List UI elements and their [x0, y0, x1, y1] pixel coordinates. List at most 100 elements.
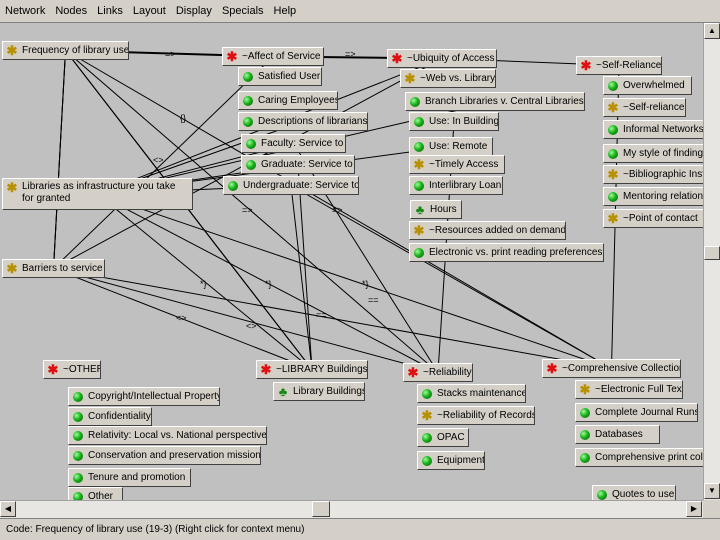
green-dot-icon	[71, 471, 85, 485]
node-opac[interactable]: OPAC	[417, 428, 469, 447]
scroll-up-button[interactable]: ▲	[704, 23, 720, 39]
node-stacks[interactable]: Stacks maintenance	[417, 384, 526, 403]
node-selfrel2[interactable]: ✱~Self-reliance	[603, 98, 686, 117]
menu-specials[interactable]: Specials	[221, 5, 264, 17]
node-label: OPAC	[437, 432, 465, 443]
node-poc[interactable]: ✱~Point of contact	[603, 209, 703, 228]
tree-icon: ♣	[278, 383, 288, 399]
node-elecprint[interactable]: Electronic vs. print reading preferences	[409, 243, 604, 262]
node-caring[interactable]: Caring Employees	[238, 91, 338, 110]
node-confid[interactable]: Confidentiality	[68, 407, 152, 426]
edge-infra-reliability[interactable]	[97, 193, 439, 373]
node-ubiquity[interactable]: ✱~Ubiquity of Access	[387, 49, 497, 68]
vertical-scroll-thumb[interactable]	[704, 246, 720, 260]
node-conserv[interactable]: Conservation and preservation mission	[68, 446, 261, 465]
vertical-scrollbar[interactable]: ▲ ▼	[703, 23, 720, 500]
green-dot-icon	[578, 428, 592, 442]
node-mentoring[interactable]: Mentoring relations	[603, 187, 703, 206]
menu-help[interactable]: Help	[273, 5, 297, 17]
node-label: Barriers to service	[22, 263, 103, 274]
node-databases[interactable]: Databases	[575, 425, 660, 444]
network-canvas[interactable]: ✱Frequency of library use ✱~Affect of Ser…	[0, 23, 703, 500]
node-reliability[interactable]: ✱~Reliability	[403, 363, 473, 382]
node-cpc[interactable]: Comprehensive print colle	[575, 448, 703, 467]
edge-infra-libbuild[interactable]	[97, 193, 313, 371]
node-libbuild[interactable]: ✱ ~LIBRARY Buildings	[256, 360, 368, 379]
node-branch[interactable]: Branch Libraries v. Central Libraries	[405, 92, 585, 111]
node-equipment[interactable]: Equipment	[417, 451, 485, 470]
node-label: ~Electronic Full Text	[595, 384, 683, 395]
node-label: ~Reliability	[423, 367, 472, 378]
menu-display[interactable]: Display	[175, 5, 212, 17]
edge-label: =>	[165, 49, 176, 59]
scroll-down-button[interactable]: ▼	[704, 483, 720, 499]
horizontal-scrollbar[interactable]: ◀ ▶	[0, 500, 703, 518]
edge-barriers-comp[interactable]	[53, 268, 613, 372]
node-label: Informal Networks	[623, 124, 703, 135]
node-other[interactable]: ✱~OTHER	[43, 360, 101, 379]
node-overwhelmed[interactable]: Overwhelmed	[603, 76, 692, 95]
node-remote[interactable]: Use: Remote	[409, 137, 493, 156]
node-resources[interactable]: ✱~Resources added on demand	[409, 221, 566, 240]
node-libbuild2[interactable]: ♣Library Buildings	[273, 382, 365, 401]
node-faculty[interactable]: Faculty: Service to	[241, 134, 346, 153]
node-affect[interactable]: ✱~Affect of Service	[222, 47, 324, 66]
node-satisfied[interactable]: Satisfied User	[238, 67, 322, 86]
green-dot-icon	[606, 190, 620, 204]
menu-network[interactable]: Network	[5, 5, 46, 17]
node-undergrad[interactable]: Undergraduate: Service to	[223, 176, 359, 195]
edge-affect-barriers[interactable]	[52, 56, 274, 270]
edge-label: *}	[265, 279, 272, 289]
node-mystyle[interactable]: My style of finding	[603, 144, 703, 163]
node-efull[interactable]: ✱~Electronic Full Text	[575, 380, 683, 399]
node-descr[interactable]: Descriptions of librarians	[238, 112, 368, 131]
menu-layout[interactable]: Layout	[132, 5, 166, 17]
node-timely[interactable]: ✱~Timely Access	[409, 155, 505, 174]
red-star-icon: ✱	[260, 361, 272, 377]
node-copyright[interactable]: Copyright/Intellectual Property	[68, 387, 220, 406]
scroll-left-button[interactable]: ◀	[0, 501, 16, 517]
menu-nodes[interactable]: Nodes	[55, 5, 88, 17]
horizontal-scroll-thumb[interactable]	[312, 501, 330, 517]
node-web[interactable]: ✱~Web vs. Library	[400, 69, 496, 88]
node-label: Copyright/Intellectual Property	[88, 391, 220, 402]
node-selfrel[interactable]: ✱~Self-Reliance	[576, 56, 662, 75]
node-label: Other	[88, 491, 114, 500]
node-ill[interactable]: Interlibrary Loan	[409, 176, 503, 195]
node-relativity[interactable]: Relativity: Local vs. National perspecti…	[68, 426, 267, 445]
green-dot-icon	[71, 490, 85, 500]
red-star-icon: ✱	[47, 361, 59, 377]
node-infra[interactable]: ✱Libraries as infrastructure you take fo…	[2, 178, 193, 210]
edge-libbuild-undergrad[interactable]	[287, 184, 313, 370]
node-comp[interactable]: ✱~Comprehensive Collections	[542, 359, 681, 378]
node-cjr[interactable]: Complete Journal Runs	[575, 403, 698, 422]
edge-graduate-libbuild[interactable]	[297, 164, 316, 371]
edge-reliability-freq[interactable]	[64, 49, 439, 373]
edge-barriers-freq[interactable]	[53, 49, 70, 269]
edge-barriers-reliability[interactable]	[53, 268, 439, 375]
scroll-right-button[interactable]: ▶	[686, 501, 702, 517]
green-dot-icon	[606, 79, 620, 93]
green-dot-icon	[420, 431, 434, 445]
node-quotes[interactable]: Quotes to use	[592, 485, 676, 500]
node-otherleaf[interactable]: Other	[68, 487, 123, 500]
node-barriers[interactable]: ✱Barriers to service	[2, 259, 105, 278]
node-label: ~LIBRARY Buildings	[276, 364, 368, 375]
node-freq[interactable]: ✱Frequency of library use	[2, 41, 129, 60]
node-label: ~Comprehensive Collections	[562, 363, 681, 374]
node-hours[interactable]: ♣Hours	[410, 200, 462, 219]
edge-barriers-libbuild[interactable]	[53, 268, 313, 371]
node-informal[interactable]: Informal Networks	[603, 120, 703, 139]
menu-links[interactable]: Links	[97, 5, 123, 17]
edge-infra-comp[interactable]	[97, 193, 613, 371]
node-biblio[interactable]: ✱~Bibliographic Inst	[603, 165, 703, 184]
node-records[interactable]: ✱~Reliability of Records	[417, 406, 535, 425]
edge-freq-libbuild[interactable]	[65, 50, 313, 371]
green-dot-icon	[71, 429, 85, 443]
edge-comp-freq[interactable]	[64, 49, 612, 369]
node-graduate[interactable]: Graduate: Service to	[241, 155, 355, 174]
node-tenure[interactable]: Tenure and promotion	[68, 468, 191, 487]
green-dot-icon	[71, 449, 85, 463]
node-inbuilding[interactable]: Use: In Building	[409, 112, 499, 131]
edge-undergrad-comp[interactable]	[290, 185, 613, 369]
